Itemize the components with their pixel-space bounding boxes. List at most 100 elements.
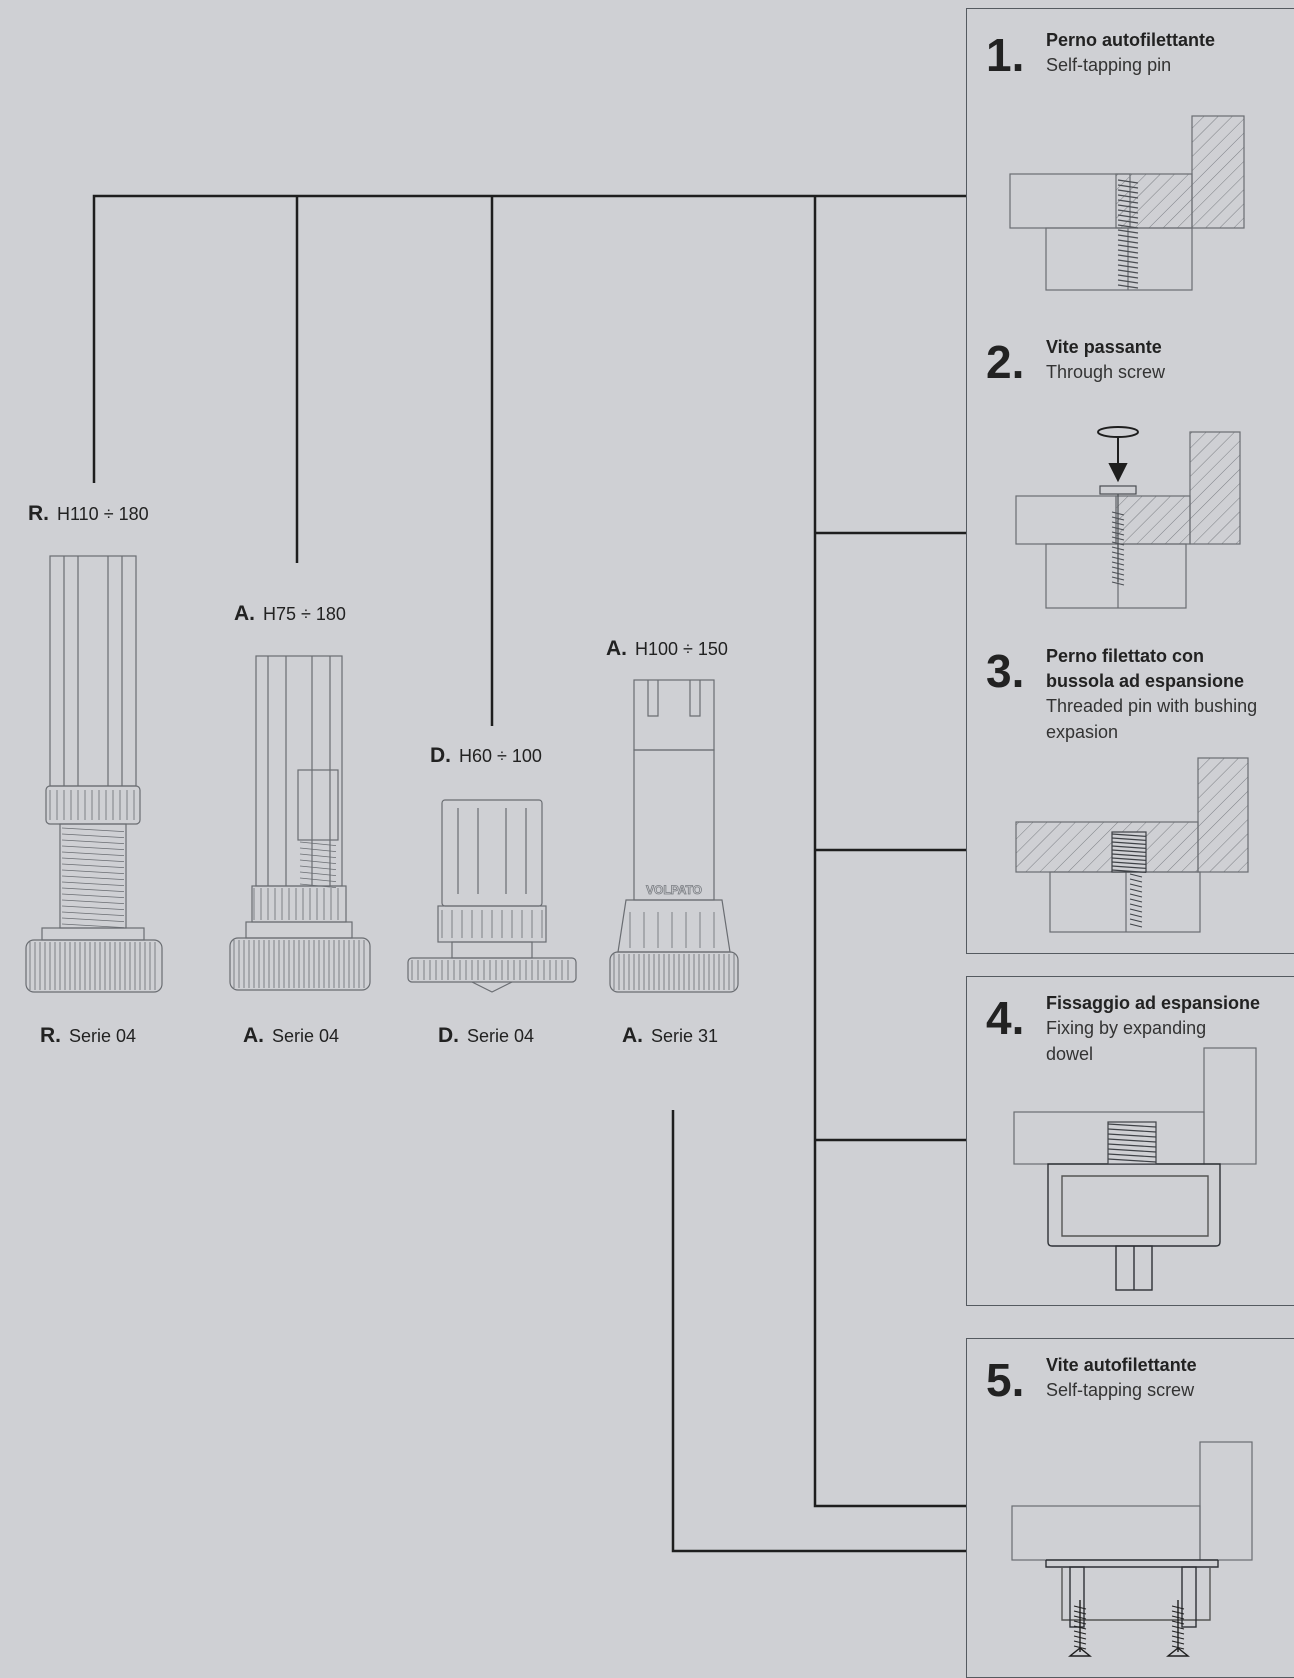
thread-line [61,845,125,850]
leveler-a-04-drawing [229,655,371,991]
thread-line [1111,576,1125,581]
thread-line [1107,1138,1157,1143]
series-label-d-04: D.Serie 04 [438,1024,535,1047]
series-label-r-04: R.Serie 04 [40,1024,137,1047]
thread-line [1111,511,1125,516]
thread-line [61,869,125,874]
series-label-a-31: A.Serie 31 [622,1024,719,1047]
thread-line [1111,551,1125,556]
thread-line [1073,1640,1087,1645]
thread-line [1129,923,1143,928]
step-title-en: Self-tapping screw [1046,1380,1195,1400]
thread-line [1117,224,1139,229]
thread-line [1117,214,1139,219]
fixing-3-illustration [1015,757,1249,933]
thread-line [1111,536,1125,541]
thread-line [1111,561,1125,566]
thread-line [1129,918,1143,923]
step-title-it: Perno autofilettante [1046,30,1216,50]
thread-line [1073,1645,1087,1650]
thread-line [61,833,125,838]
thread-line [1117,184,1139,189]
thread-line [61,917,125,922]
step-number: 4. [986,992,1025,1044]
height-label-a-04: A.H75 ÷ 180 [234,602,346,625]
thread-line [1073,1635,1087,1640]
thread-line [1111,865,1147,869]
thread-line [61,899,125,904]
thread-line [1107,1148,1157,1153]
thread-line [1111,521,1125,526]
step-number: 1. [986,29,1025,81]
thread-line [1117,194,1139,199]
step-title-en: Through screw [1046,362,1166,382]
thread-line [1129,908,1143,913]
thread-line [1117,254,1139,259]
step-title-it: Vite autofilettante [1046,1355,1197,1375]
fixing-5-illustration [1011,1441,1253,1657]
thread-line [1171,1645,1185,1650]
thread-line [1129,873,1143,878]
thread-line [1111,556,1125,561]
thread-line [1117,259,1139,264]
thread-line [61,827,125,832]
leveler-a-31-drawing: VOLPATO [609,679,739,993]
thread-line [1111,857,1147,861]
thread-line [1117,264,1139,269]
thread-line [1171,1625,1185,1630]
thread-line [1107,1133,1157,1138]
thread-line [1129,878,1143,883]
step-number: 5. [986,1354,1025,1406]
step-number: 3. [986,645,1025,697]
thread-line [61,881,125,886]
thread-line [1129,903,1143,908]
step-title-en: Self-tapping pin [1046,55,1172,75]
thread-line [61,887,125,892]
thread-line [1117,189,1139,194]
thread-line [1073,1630,1087,1635]
thread-line [1117,239,1139,244]
thread-line [61,893,125,898]
thread-line [1107,1128,1157,1133]
leveler-d-04-drawing [407,799,577,993]
step-number: 2. [986,336,1025,388]
thread-line [1107,1123,1157,1128]
thread-line [1107,1143,1157,1148]
brand-mark: VOLPATO [646,883,702,897]
thread-line [1171,1635,1185,1640]
thread-line [1111,531,1125,536]
thread-line [61,857,125,862]
thread-line [1129,883,1143,888]
thread-line [1117,219,1139,224]
thread-line [1111,849,1147,853]
thread-line [61,905,125,910]
thread-line [1073,1625,1087,1630]
height-label-d-04: D.H60 ÷ 100 [430,744,542,767]
thread-line [299,871,337,876]
thread-line [1111,869,1147,873]
thread-line [1073,1620,1087,1625]
thread-line [1171,1640,1185,1645]
thread-line [1171,1615,1185,1620]
thread-line [1073,1605,1087,1610]
thread-line [1117,244,1139,249]
thread-line [1171,1605,1185,1610]
thread-line [1111,566,1125,571]
thread-line [1171,1620,1185,1625]
thread-line [299,847,337,852]
thread-line [1111,571,1125,576]
thread-line [1117,204,1139,209]
leveler-r-04-drawing [25,555,163,993]
thread-line [1111,861,1147,865]
fixing-2-illustration [1015,426,1241,609]
thread-line [61,875,125,880]
thread-line [61,839,125,844]
fixing-1-illustration [1009,115,1245,291]
thread-line [1111,516,1125,521]
thread-line [1117,284,1139,289]
thread-line [1171,1610,1185,1615]
thread-line [299,859,337,864]
thread-line [1073,1615,1087,1620]
fixing-panel-1-3 [966,8,1294,954]
